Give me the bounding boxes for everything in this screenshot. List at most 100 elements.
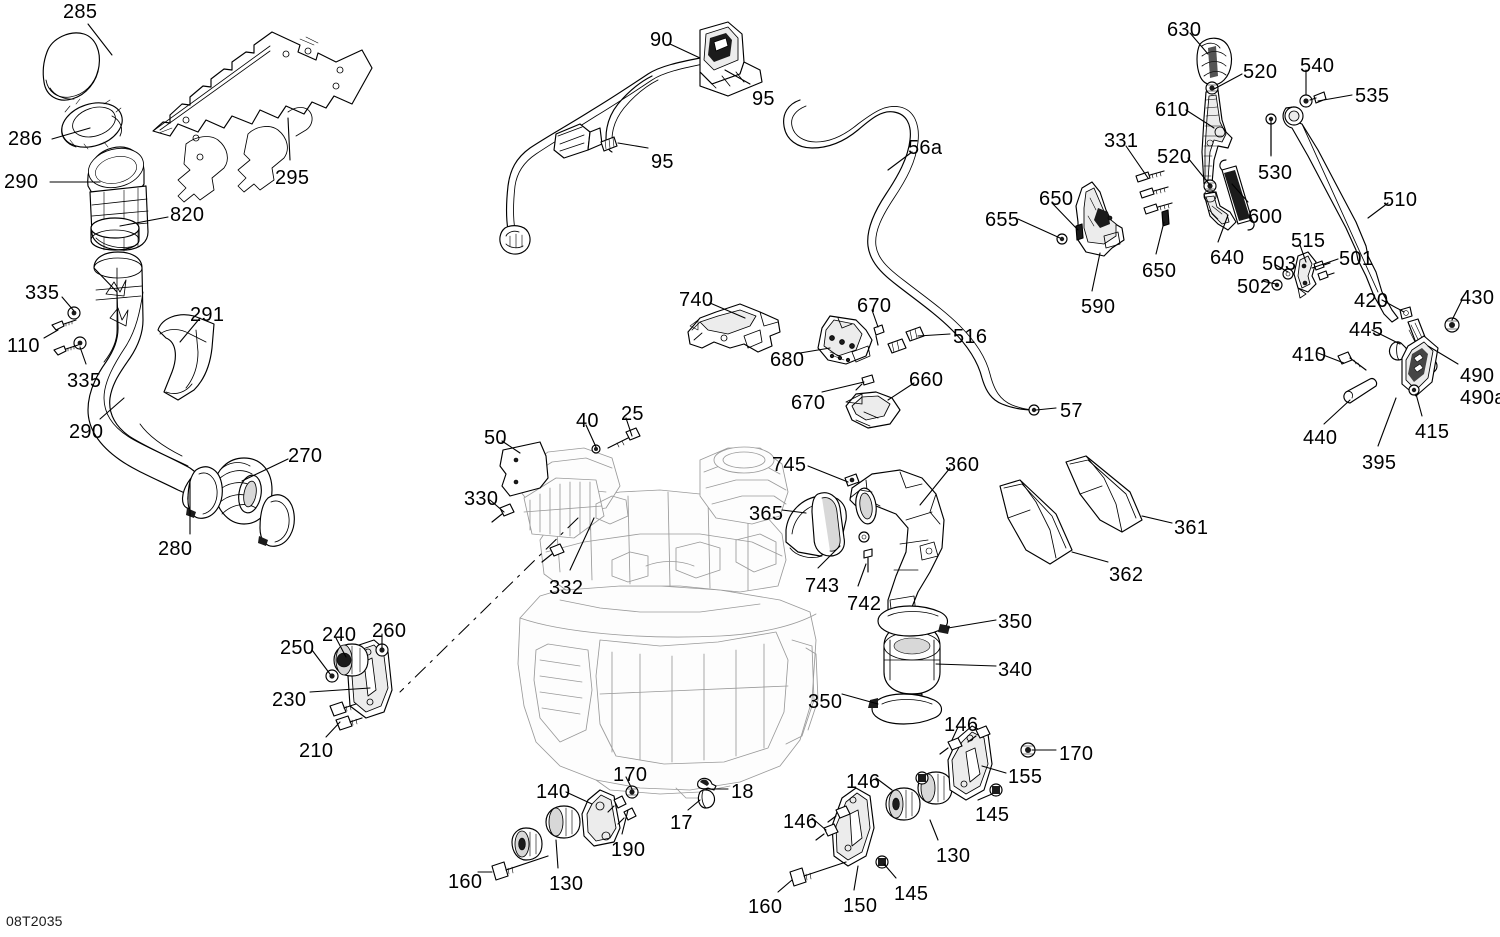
callout-362: 362: [1109, 564, 1144, 586]
callout-331: 331: [1104, 130, 1139, 152]
callout-290b: 290: [69, 421, 104, 443]
leader-56a: [887, 151, 913, 171]
part-490-bushing: [1388, 341, 1408, 361]
callout-150: 150: [843, 895, 878, 917]
part-516-pin-b: [887, 338, 907, 354]
part-660-bracket: [845, 391, 901, 429]
leader-660: [887, 382, 915, 401]
part-530-bolt: [1265, 113, 1277, 156]
callout-190: 190: [611, 839, 646, 861]
leader-743: [817, 545, 841, 569]
leader-270: [241, 458, 289, 482]
callout-650a: 650: [1039, 188, 1074, 210]
leader-340: [935, 663, 997, 667]
callout-170a: 170: [613, 764, 648, 786]
part-40-bolt: [591, 444, 601, 454]
leader-146b: [875, 777, 893, 791]
part-680-bracket: [817, 315, 873, 365]
part-535-bolt: [1309, 91, 1327, 104]
part-280-hose-clamp-lower: [258, 494, 295, 547]
leader-145b: [977, 793, 993, 801]
callout-250: 250: [280, 637, 315, 659]
callout-40: 40: [576, 410, 599, 432]
callout-430: 430: [1460, 287, 1495, 309]
part-743-washer: [858, 531, 870, 543]
leader-610: [1185, 109, 1215, 129]
callout-57: 57: [1060, 400, 1083, 422]
callout-503: 503: [1262, 253, 1297, 275]
part-145-nut-c: [915, 771, 929, 785]
part-350-clamp-lower: [868, 693, 943, 725]
callout-415: 415: [1415, 421, 1450, 443]
part-110-screw-a: [51, 319, 77, 331]
callout-490a: 490a: [1460, 387, 1500, 409]
part-335-washer-b: [73, 336, 87, 350]
callout-56a: 56a: [908, 137, 943, 159]
leader-590: [1091, 252, 1101, 292]
callout-290a: 290: [4, 171, 39, 193]
part-160-bolt-b: [789, 861, 847, 887]
callout-335b: 335: [67, 370, 102, 392]
callout-490: 490: [1460, 365, 1495, 387]
leader-286: [51, 127, 91, 140]
leader-650b: [1155, 221, 1165, 255]
leader-445: [1371, 329, 1401, 345]
callout-260: 260: [372, 620, 407, 642]
callout-110: 110: [7, 335, 40, 357]
callout-670a: 670: [857, 295, 892, 317]
callout-270: 270: [288, 445, 323, 467]
leader-350a: [947, 619, 997, 629]
part-515-bracket: [1293, 251, 1317, 299]
leader-95b: [617, 142, 649, 149]
callout-745: 745: [772, 454, 807, 476]
leader-510: [1367, 202, 1389, 219]
part-160-bolt-a: [491, 855, 549, 881]
callout-330: 330: [464, 488, 499, 510]
leader-17: [687, 799, 701, 811]
callout-18: 18: [731, 781, 754, 803]
part-745-bolt: [844, 473, 860, 487]
leader-335b: [79, 346, 87, 365]
part-331-bolts: [1135, 170, 1173, 215]
callout-340: 340: [998, 659, 1033, 681]
leader-361: [1141, 515, 1173, 524]
part-820-ring: [90, 217, 140, 251]
leader-362: [1071, 551, 1109, 563]
leader-170a: [625, 776, 633, 790]
callout-520a: 520: [1243, 61, 1278, 83]
callout-210: 210: [299, 740, 334, 762]
leader-335a: [61, 296, 75, 312]
part-146-screws-a: [815, 805, 851, 841]
part-210-bolt-a: [329, 701, 357, 717]
callout-95a: 95: [752, 88, 775, 110]
part-270-bellows-coupler: [213, 457, 273, 525]
callout-610: 610: [1155, 99, 1190, 121]
callout-670b: 670: [791, 392, 826, 414]
part-335-washer-a: [67, 306, 81, 320]
leader-155: [981, 765, 1007, 774]
callout-502: 502: [1237, 276, 1272, 298]
leader-430: [1451, 299, 1463, 321]
callout-146b: 146: [846, 771, 881, 793]
part-395-shift-bracket: [1401, 335, 1439, 397]
leader-330: [489, 499, 505, 513]
part-330-screw-a: [491, 503, 515, 523]
leader-655: [1017, 218, 1061, 239]
part-285-filter-cover: [42, 32, 100, 101]
leader-670a: [871, 309, 879, 328]
callout-350a: 350: [998, 611, 1033, 633]
leader-140: [565, 791, 593, 805]
part-50-cover-plate: [499, 441, 549, 497]
leader-640: [1217, 214, 1229, 243]
leader-742: [857, 563, 867, 587]
part-286-clamp-ring: [61, 98, 123, 150]
leader-745: [807, 465, 849, 483]
callout-286: 286: [8, 128, 43, 150]
callout-540: 540: [1300, 55, 1335, 77]
callout-742: 742: [847, 593, 882, 615]
callout-520b: 520: [1157, 146, 1192, 168]
part-17-spacer: [697, 789, 716, 809]
section-dash-line: [399, 517, 579, 693]
callout-510: 510: [1383, 189, 1418, 211]
